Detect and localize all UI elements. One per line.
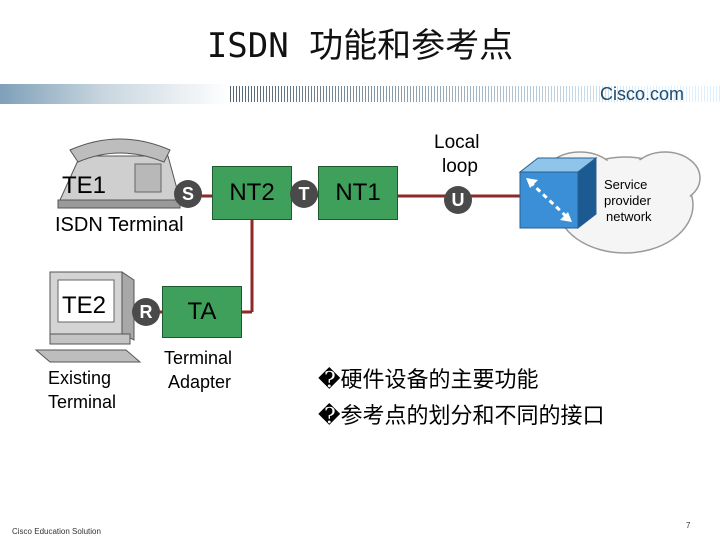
ta-label: TA <box>187 298 217 325</box>
cisco-brand: Cisco.com <box>600 84 685 104</box>
ref-point-t: T <box>290 180 318 208</box>
terminal-adapter-label-2: Adapter <box>168 372 232 392</box>
te2-label: TE2 <box>62 292 107 319</box>
computer-icon <box>34 271 142 363</box>
page-number: 7 <box>686 521 691 530</box>
cloud-label-3: network <box>606 209 652 224</box>
nt1-box: NT1 <box>318 166 398 220</box>
nt1-label: NT1 <box>335 179 381 206</box>
isdn-terminal-label: ISDN Terminal <box>55 214 184 236</box>
local-loop-label-2: loop <box>442 156 478 177</box>
slide-title: ISDN 功能和参考点 <box>206 26 514 66</box>
local-loop-label-1: Local <box>434 132 480 153</box>
nt2-label: NT2 <box>229 179 275 206</box>
isdn-switch-icon <box>518 156 598 230</box>
te1-label: TE1 <box>62 172 107 199</box>
bullet-item-1: �硬件设备的主要功能 <box>318 368 539 393</box>
bullet-item-2: �参考点的划分和不同的接口 <box>318 404 605 429</box>
ta-box: TA <box>162 286 242 338</box>
ref-point-u: U <box>444 186 472 214</box>
cloud-label-1: Service <box>604 177 648 192</box>
footer-text: Cisco Education Solution <box>12 527 101 536</box>
header-stripes <box>0 84 720 104</box>
header-bar <box>0 84 720 104</box>
existing-terminal-label-1: Existing <box>48 368 112 388</box>
nt2-box: NT2 <box>212 166 292 220</box>
existing-terminal-label-2: Terminal <box>48 392 117 412</box>
phone-icon <box>57 138 181 209</box>
ref-point-r: R <box>132 298 160 326</box>
ref-point-s: S <box>174 180 202 208</box>
terminal-adapter-label-1: Terminal <box>164 348 233 368</box>
cloud-label-2: provider <box>604 193 651 208</box>
